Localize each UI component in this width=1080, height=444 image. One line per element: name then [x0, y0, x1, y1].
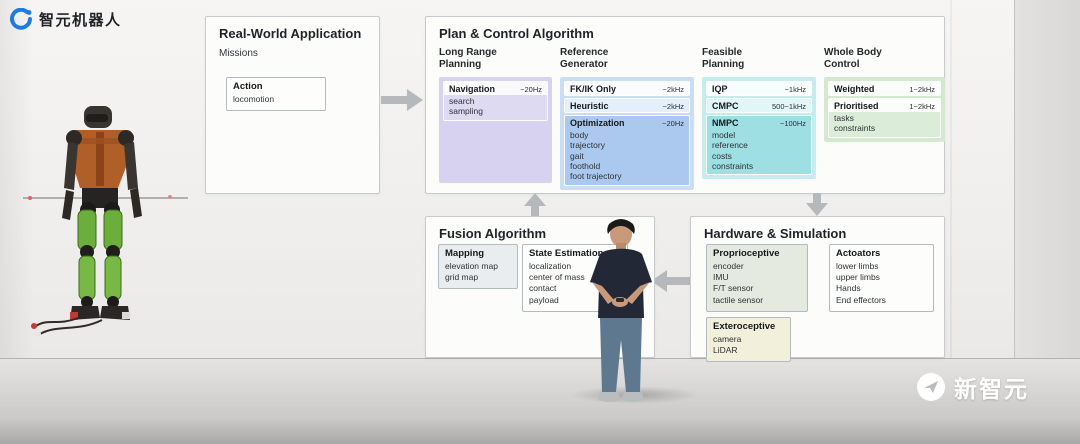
- arrow-plan-to-hardware: [806, 193, 828, 216]
- optimization-block: Optimization ~20Hz body trajectory gait …: [564, 115, 690, 186]
- column-reference-generator: Reference Generator FK/IK Only ~2kHz Heu…: [560, 47, 694, 190]
- presenter-figure: [590, 219, 652, 402]
- heuristic-block: Heuristic ~2kHz: [564, 98, 690, 113]
- whole-body-control-heading: Whole Body Control: [824, 47, 882, 70]
- exteroceptive-block: Exteroceptive camera LiDAR: [706, 317, 791, 363]
- xinzhiyuan-watermark-icon: [917, 373, 945, 401]
- iqp-block: IQP ~1kHz: [706, 81, 812, 96]
- fusion-title: Fusion Algorithm: [439, 226, 547, 241]
- screen-crease: [950, 0, 952, 358]
- screen-right-edge: [1014, 0, 1080, 358]
- reference-generator-panel: FK/IK Only ~2kHz Heuristic ~2kHz Optimiz…: [560, 77, 694, 190]
- column-whole-body-control: Whole Body Control Weighted 1~2kHz Prior…: [824, 47, 945, 190]
- zhiyuan-logo: 智元机器人: [10, 8, 122, 30]
- missions-label: Missions: [219, 48, 258, 59]
- arrow-fusion-to-plan: [524, 193, 546, 216]
- action-label: Action: [233, 81, 263, 92]
- hardware-title: Hardware & Simulation: [704, 226, 847, 241]
- long-range-planning-heading: Long Range Planning: [439, 47, 497, 70]
- column-long-range-planning: Long Range Planning Navigation ~20Hz sea…: [439, 47, 552, 190]
- prioritised-block: Prioritised 1~2kHz tasks constraints: [828, 98, 941, 138]
- humanoid-robot-render: [23, 106, 188, 337]
- fkik-only-block: FK/IK Only ~2kHz: [564, 81, 690, 96]
- floor-vignette: [0, 416, 1080, 444]
- presenter: [590, 219, 652, 402]
- arrow-app-to-plan: [381, 89, 423, 111]
- actuators-block: Actoators lower limbs upper limbs Hands …: [829, 244, 934, 312]
- column-feasible-planning: Feasible Planning IQP ~1kHz CMPC 500~1kH…: [702, 47, 816, 190]
- feasible-planning-panel: IQP ~1kHz CMPC 500~1kHz NMPC ~100H: [702, 77, 816, 180]
- mapping-block: Mapping elevation map grid map: [438, 244, 518, 290]
- weighted-block: Weighted 1~2kHz: [828, 81, 941, 96]
- navigation-block: Navigation ~20Hz search sampling: [443, 81, 548, 121]
- zhiyuan-logo-icon: [10, 8, 32, 30]
- reference-generator-heading: Reference Generator: [560, 47, 609, 70]
- plan-control-title: Plan & Control Algorithm: [439, 26, 594, 41]
- arrow-hardware-to-fusion: [651, 270, 691, 292]
- real-world-title: Real-World Application: [219, 26, 362, 41]
- feasible-planning-heading: Feasible Planning: [702, 47, 745, 70]
- long-range-planning-panel: Navigation ~20Hz search sampling: [439, 77, 552, 183]
- robot-body: [62, 106, 142, 320]
- whole-body-control-panel: Weighted 1~2kHz Prioritised 1~2kHz tasks…: [824, 77, 945, 142]
- real-world-application-box: Real-World Application Missions Action l…: [205, 16, 380, 194]
- robot-cables: [31, 317, 103, 337]
- proprioceptive-block: Proprioceptive encoder IMU F/T sensor ta…: [706, 244, 808, 312]
- cmpc-block: CMPC 500~1kHz: [706, 98, 812, 113]
- stage-floor: [0, 358, 1080, 444]
- screen-left-shade: [0, 0, 34, 358]
- nmpc-block: NMPC ~100Hz model reference costs constr…: [706, 115, 812, 176]
- hardware-simulation-box: Hardware & Simulation Proprioceptive enc…: [690, 216, 945, 363]
- xinzhiyuan-watermark: 新智元: [916, 370, 1029, 404]
- action-block: Action locomotion: [226, 77, 326, 112]
- zhiyuan-logo-text: 智元机器人: [39, 11, 122, 29]
- action-item: locomotion: [233, 94, 275, 104]
- plan-control-box: Plan & Control Algorithm Long Range Plan…: [425, 16, 945, 194]
- xinzhiyuan-watermark-text: 新智元: [954, 376, 1029, 402]
